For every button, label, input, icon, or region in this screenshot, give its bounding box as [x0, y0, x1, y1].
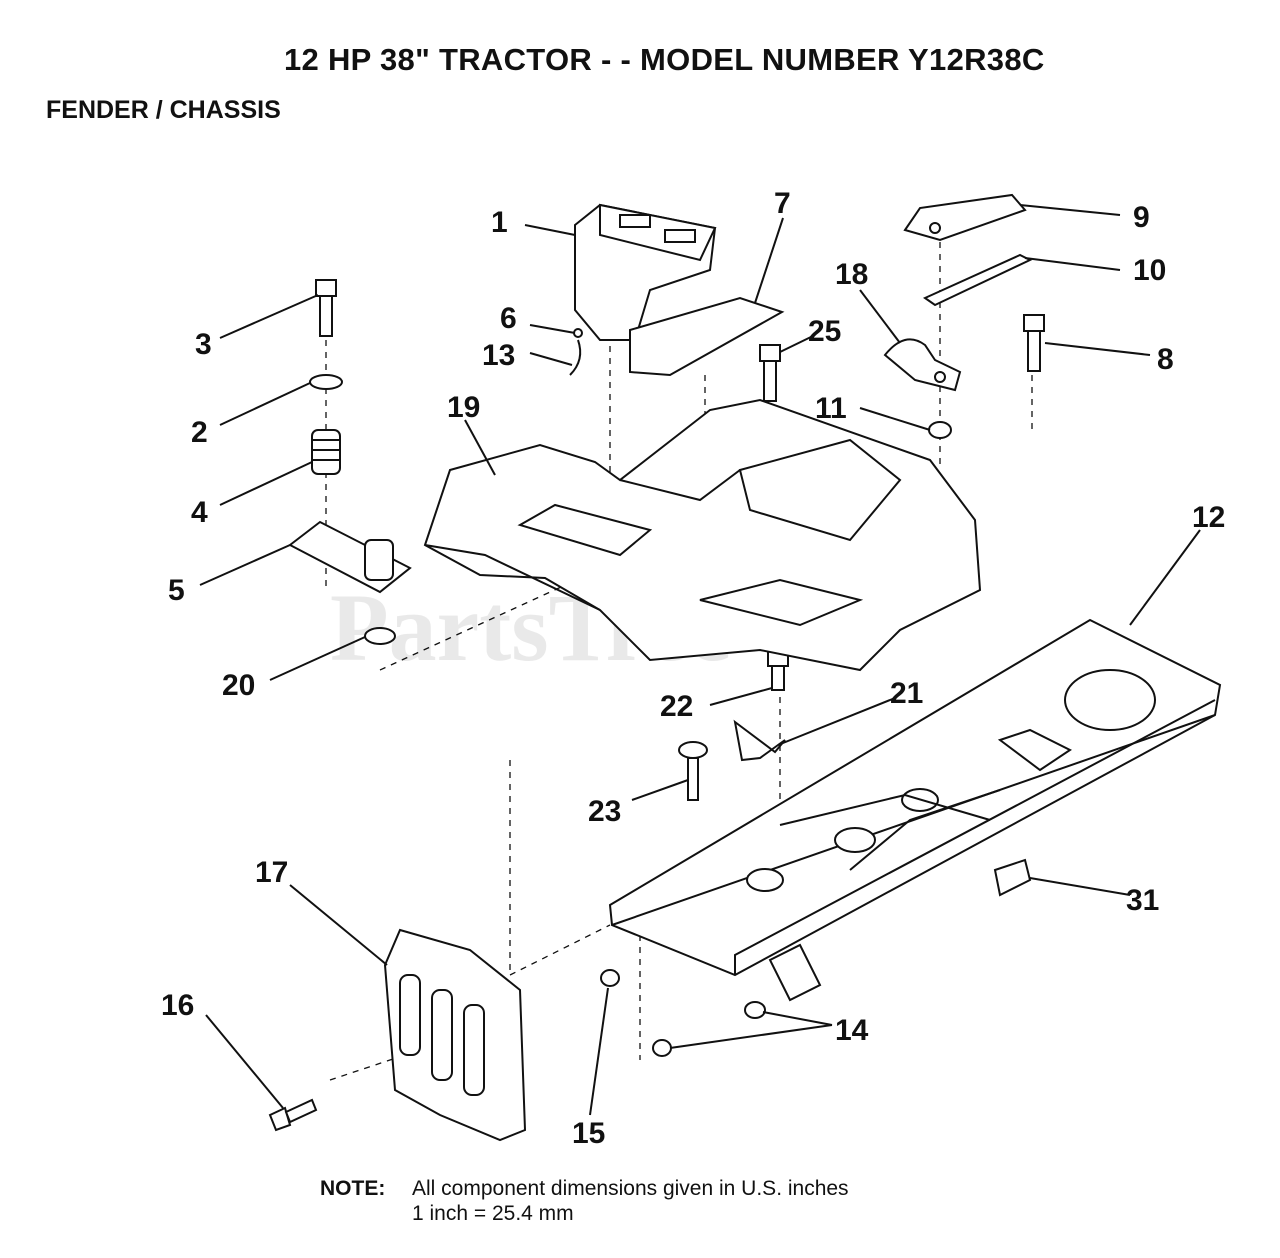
callout-2: 2 [191, 416, 208, 449]
callout-10: 10 [1133, 254, 1166, 287]
callout-4: 4 [191, 496, 208, 529]
part-11-nut [928, 421, 952, 439]
part-21-bracket [733, 719, 786, 762]
page-title: 12 HP 38" TRACTOR - - MODEL NUMBER Y12R3… [284, 42, 1045, 77]
callout-1: 1 [491, 206, 508, 239]
callout-20: 20 [222, 669, 255, 702]
callout-9: 9 [1133, 201, 1150, 234]
callout-labels: 1 2 3 4 5 6 7 8 9 10 11 12 13 14 15 16 1… [161, 187, 1225, 1150]
part-17-rear-plate [383, 928, 527, 1142]
part-16-bolt [268, 1098, 318, 1132]
part-13-wire [569, 339, 582, 376]
part-9-bracket [903, 193, 1027, 242]
callout-15: 15 [572, 1117, 605, 1150]
part-23-carriage-bolt [678, 741, 708, 801]
note-label: NOTE: [320, 1177, 386, 1200]
callout-5: 5 [168, 574, 185, 607]
callout-22: 22 [660, 690, 693, 723]
part-2-washer [309, 374, 343, 390]
callout-23: 23 [588, 795, 621, 828]
callout-3: 3 [195, 328, 212, 361]
part-22-bolt [767, 649, 789, 691]
part-25-bolt [759, 344, 781, 402]
part-19-fender [423, 398, 982, 672]
part-15-nut [600, 969, 620, 987]
section-subtitle: FENDER / CHASSIS [46, 96, 281, 124]
callout-6: 6 [500, 302, 517, 335]
part-31-clip [993, 858, 1032, 897]
part-14-nut-lower [652, 1039, 672, 1057]
callout-18: 18 [835, 258, 868, 291]
part-7-decal [629, 296, 785, 377]
callout-7: 7 [774, 187, 791, 220]
part-1-seat-pan [574, 203, 717, 341]
callout-16: 16 [161, 989, 194, 1022]
part-12-chassis-frame [608, 618, 1222, 1002]
callout-12: 12 [1192, 501, 1225, 534]
part-6-small-screw [573, 328, 583, 338]
callout-21: 21 [890, 677, 923, 710]
callout-8: 8 [1157, 343, 1174, 376]
part-4-spring [311, 429, 341, 475]
part-20-washer [364, 627, 396, 645]
part-18-clamp [883, 338, 962, 392]
leader-lines [199, 204, 1201, 1116]
note-text-line-2: 1 inch = 25.4 mm [412, 1202, 574, 1225]
note-text-line-1: All component dimensions given in U.S. i… [412, 1177, 849, 1200]
callout-19: 19 [447, 391, 480, 424]
callout-25: 25 [808, 315, 841, 348]
callout-14: 14 [835, 1014, 869, 1047]
callout-11: 11 [815, 392, 847, 425]
part-14-nut-upper [744, 1001, 766, 1019]
part-5-spring-plate [288, 520, 412, 594]
callout-31: 31 [1126, 884, 1159, 917]
callout-13: 13 [482, 339, 515, 372]
callout-17: 17 [255, 856, 288, 889]
part-8-bolt [1023, 314, 1045, 372]
part-10-plate [922, 253, 1033, 307]
part-3-bolt [315, 279, 337, 337]
